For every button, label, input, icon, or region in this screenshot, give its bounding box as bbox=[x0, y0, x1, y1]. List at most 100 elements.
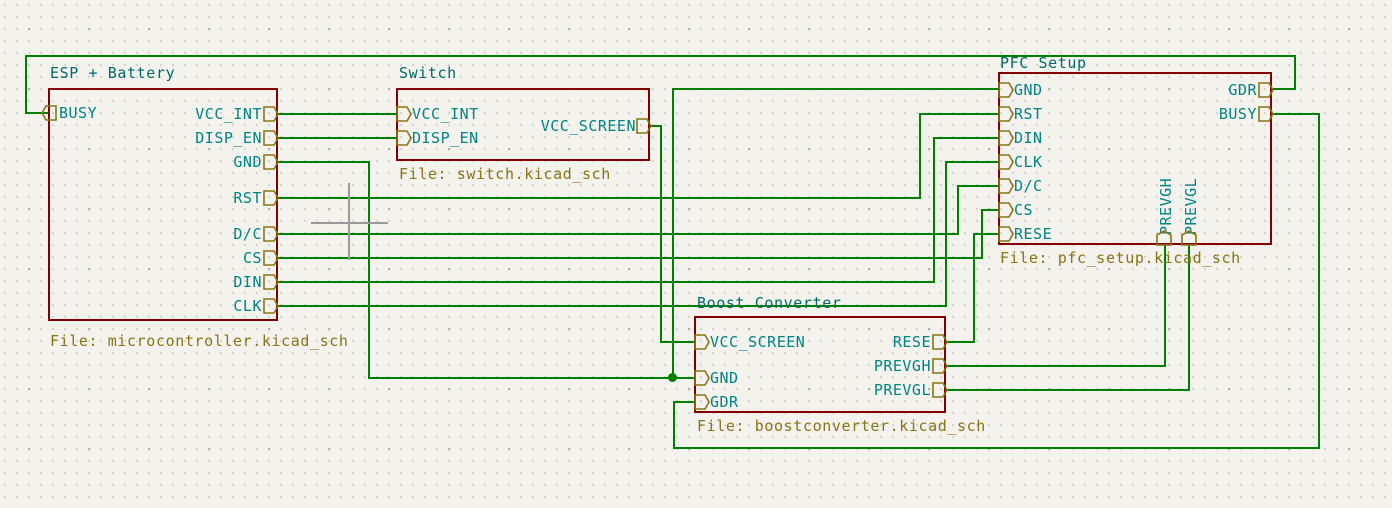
wire-gnd-esp-stub[interactable] bbox=[277, 161, 370, 163]
pin-label-esp-din: DIN bbox=[233, 273, 262, 291]
pin-marker-esp-disp-en bbox=[263, 130, 279, 146]
pin-marker-switch-vcc-screen bbox=[636, 118, 652, 134]
wire-gnd-left-drop[interactable] bbox=[368, 161, 370, 377]
sheet-block-boost[interactable] bbox=[694, 316, 946, 413]
wire-prevgh-run[interactable] bbox=[946, 365, 1166, 367]
pin-marker-pfc-gdr bbox=[1258, 82, 1274, 98]
sheet-name-boost: Boost Converter bbox=[697, 294, 842, 312]
sheet-block-switch[interactable] bbox=[396, 88, 650, 161]
pin-marker-boost-prevgl bbox=[932, 382, 948, 398]
sheet-file-pfc: File: pfc_setup.kicad_sch bbox=[1000, 249, 1241, 267]
pin-label-switch-disp-en: DISP_EN bbox=[412, 129, 479, 147]
wire-gdr-pfc-stub[interactable] bbox=[1270, 113, 1320, 115]
wire-vcc-int[interactable] bbox=[277, 113, 397, 115]
pin-marker-pfc-rese bbox=[998, 226, 1014, 242]
wire-disp-en[interactable] bbox=[277, 137, 397, 139]
pin-marker-switch-disp-en bbox=[396, 130, 412, 146]
pin-label-boost-gnd: GND bbox=[710, 369, 739, 387]
wire-busy-right-drop[interactable] bbox=[1294, 55, 1296, 88]
wire-dc-esp-run[interactable] bbox=[277, 233, 959, 235]
wire-cs-esp-run[interactable] bbox=[277, 257, 983, 259]
pin-marker-pfc-dc bbox=[998, 178, 1014, 194]
wire-clk-esp-run[interactable] bbox=[277, 305, 947, 307]
sheet-block-esp[interactable] bbox=[48, 88, 278, 321]
wire-gdr-bottom-run[interactable] bbox=[673, 447, 1320, 449]
wire-dc-pfc-stub[interactable] bbox=[957, 185, 998, 187]
pin-label-boost-gdr: GDR bbox=[710, 393, 739, 411]
wire-vccscreen-boost-stub[interactable] bbox=[660, 341, 694, 343]
pin-marker-esp-busy bbox=[41, 105, 57, 121]
pin-marker-esp-cs bbox=[263, 250, 279, 266]
wire-gnd-bottom-run[interactable] bbox=[368, 377, 696, 379]
wire-busy-top-run[interactable] bbox=[25, 55, 1296, 57]
wire-rese-pfc-stub[interactable] bbox=[973, 233, 998, 235]
sheet-name-esp: ESP + Battery bbox=[50, 64, 176, 82]
wire-din-riser[interactable] bbox=[933, 137, 935, 283]
wire-gnd-pfc-run[interactable] bbox=[672, 88, 998, 90]
cursor-crosshair-vertical bbox=[348, 183, 350, 260]
wire-rese-riser[interactable] bbox=[973, 233, 975, 343]
pin-label-esp-rst: RST bbox=[233, 189, 262, 207]
pin-label-esp-gnd: GND bbox=[233, 153, 262, 171]
pin-label-pfc-gnd: GND bbox=[1014, 81, 1043, 99]
pin-label-boost-vcc-screen: VCC_SCREEN bbox=[710, 333, 806, 351]
pin-marker-boost-gnd bbox=[694, 370, 710, 386]
wire-prevgh-riser[interactable] bbox=[1164, 245, 1166, 367]
sheet-file-boost: File: boostconverter.kicad_sch bbox=[697, 417, 986, 435]
pin-marker-pfc-gnd bbox=[998, 82, 1014, 98]
pin-marker-esp-vcc-int bbox=[263, 106, 279, 122]
wire-rese-boost-stub[interactable] bbox=[946, 341, 975, 343]
wire-din-pfc-stub[interactable] bbox=[933, 137, 998, 139]
pin-label-pfc-dc: D/C bbox=[1014, 177, 1043, 195]
pin-label-pfc-busy: BUSY bbox=[1218, 105, 1257, 123]
pin-label-pfc-rst: RST bbox=[1014, 105, 1043, 123]
pin-marker-switch-vcc-int bbox=[396, 106, 412, 122]
pin-label-boost-prevgl: PREVGL bbox=[873, 381, 931, 399]
pin-marker-pfc-din bbox=[998, 130, 1014, 146]
pin-marker-esp-gnd bbox=[263, 154, 279, 170]
wire-gdr-left-riser[interactable] bbox=[673, 401, 675, 448]
pin-label-boost-rese: RESE bbox=[892, 333, 931, 351]
pin-marker-esp-dc bbox=[263, 226, 279, 242]
wire-rst-esp-run[interactable] bbox=[277, 197, 921, 199]
wire-rst-pfc-stub[interactable] bbox=[919, 113, 998, 115]
pin-label-pfc-clk: CLK bbox=[1014, 153, 1043, 171]
wire-rst-riser[interactable] bbox=[919, 113, 921, 199]
wire-clk-riser[interactable] bbox=[945, 161, 947, 307]
wire-dc-riser[interactable] bbox=[957, 185, 959, 235]
wire-busy-left-riser[interactable] bbox=[25, 55, 27, 113]
pin-label-esp-busy: BUSY bbox=[59, 104, 98, 122]
wire-gdr-right-drop[interactable] bbox=[1318, 113, 1320, 449]
pin-label-boost-prevgh: PREVGH bbox=[873, 357, 931, 375]
wire-clk-pfc-stub[interactable] bbox=[945, 161, 998, 163]
pin-marker-pfc-rst bbox=[998, 106, 1014, 122]
wire-din-esp-run[interactable] bbox=[277, 281, 935, 283]
pin-marker-boost-prevgh bbox=[932, 358, 948, 374]
wire-junction-gnd bbox=[668, 373, 677, 382]
pin-marker-pfc-cs bbox=[998, 202, 1014, 218]
wire-busy-pfc-stub[interactable] bbox=[1270, 88, 1296, 90]
wire-busy-esp-stub[interactable] bbox=[25, 112, 49, 114]
pin-marker-boost-rese bbox=[932, 334, 948, 350]
pin-marker-pfc-busy bbox=[1258, 106, 1274, 122]
pin-marker-esp-clk bbox=[263, 298, 279, 314]
sheet-name-pfc: PFC Setup bbox=[1000, 54, 1087, 72]
pin-label-esp-vcc-int: VCC_INT bbox=[195, 105, 262, 123]
pin-label-esp-dc: D/C bbox=[233, 225, 262, 243]
sheet-file-switch: File: switch.kicad_sch bbox=[399, 165, 611, 183]
wire-prevgl-run[interactable] bbox=[946, 389, 1190, 391]
pin-marker-esp-din bbox=[263, 274, 279, 290]
wire-gdr-boost-stub[interactable] bbox=[673, 401, 694, 403]
pin-marker-pfc-prevgh bbox=[1156, 230, 1172, 246]
wire-prevgl-riser[interactable] bbox=[1188, 245, 1190, 391]
pin-label-pfc-cs: CS bbox=[1014, 201, 1034, 219]
pin-marker-boost-gdr bbox=[694, 394, 710, 410]
pin-marker-pfc-clk bbox=[998, 154, 1014, 170]
pin-marker-boost-vcc-screen bbox=[694, 334, 710, 350]
wire-cs-pfc-stub[interactable] bbox=[981, 209, 998, 211]
pin-label-esp-disp-en: DISP_EN bbox=[195, 129, 262, 147]
wire-vccscreen-switch-stub[interactable] bbox=[648, 125, 662, 127]
pin-label-pfc-gdr: GDR bbox=[1228, 81, 1257, 99]
pin-label-switch-vcc-screen: VCC_SCREEN bbox=[540, 117, 636, 135]
